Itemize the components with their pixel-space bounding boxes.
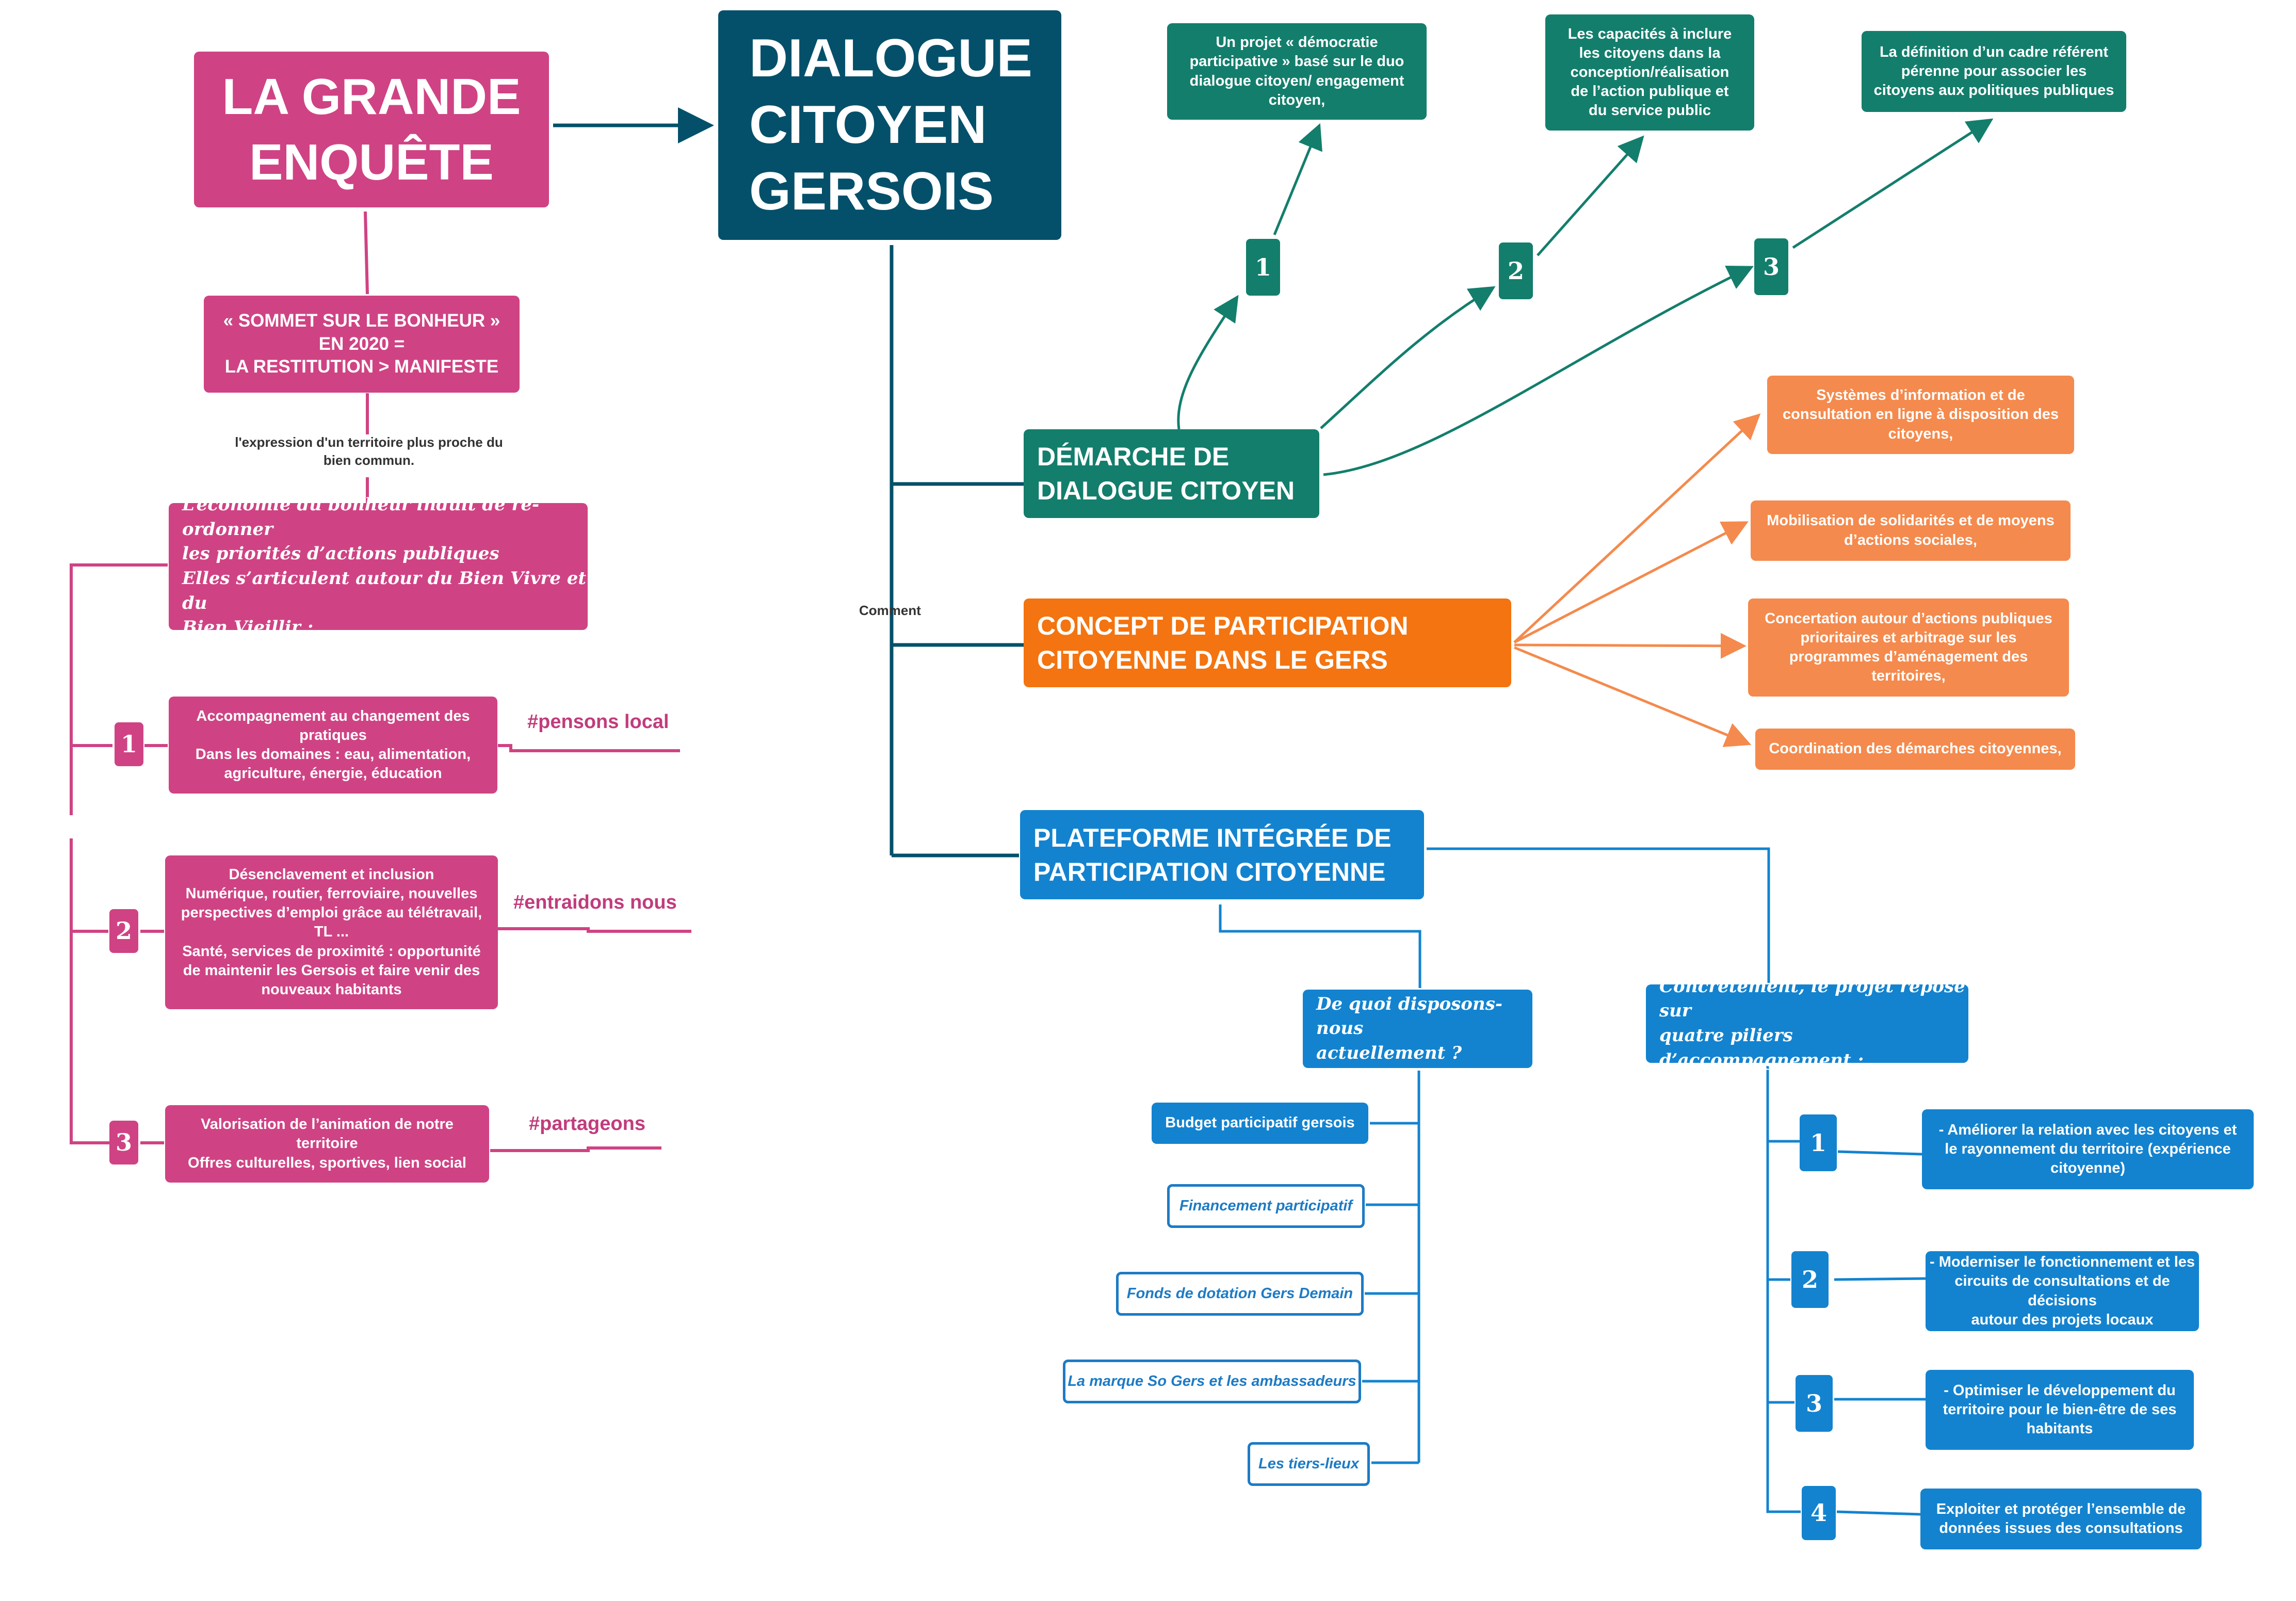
demarche-title: DÉMARCHE DE DIALOGUE CITOYEN bbox=[1024, 429, 1319, 518]
pillar-4-number: 4 bbox=[1802, 1486, 1836, 1540]
concept-item-1: Systèmes d’information et de consultatio… bbox=[1767, 376, 2074, 454]
pillar-2-number: 2 bbox=[1791, 1251, 1829, 1308]
hashtag-entraidons-nous: #entraidons nous bbox=[513, 892, 677, 913]
plateforme-pillars-title: Concrètement, le projet repose sur quatr… bbox=[1646, 976, 1968, 1071]
plateforme-title: PLATEFORME INTÉGRÉE DE PARTICIPATION CIT… bbox=[1020, 810, 1424, 899]
summit-box: « SOMMET SUR LE BONHEUR » EN 2020 = LA R… bbox=[204, 296, 520, 393]
left-item-1-box: Accompagnement au changement des pratiqu… bbox=[169, 697, 497, 794]
comment-label: Comment bbox=[859, 603, 921, 618]
concept-title: CONCEPT DE PARTICIPATION CITOYENNE DANS … bbox=[1024, 599, 1511, 687]
left-item-2-number: 2 bbox=[109, 909, 138, 953]
resource-financement-participatif: Financement participatif bbox=[1167, 1184, 1365, 1228]
demarche-2-number: 2 bbox=[1499, 242, 1533, 299]
concept-item-4: Coordination des démarches citoyennes, bbox=[1755, 729, 2075, 770]
pillar-4-box: Exploiter et protéger l’ensemble de donn… bbox=[1920, 1489, 2202, 1549]
resource-marque-so-gers: La marque So Gers et les ambassadeurs bbox=[1063, 1360, 1361, 1403]
pillar-3-number: 3 bbox=[1796, 1375, 1833, 1432]
pillar-1-number: 1 bbox=[1800, 1114, 1837, 1171]
left-item-3-box: Valorisation de l’animation de notre ter… bbox=[165, 1105, 489, 1183]
resource-budget-participatif: Budget participatif gersois bbox=[1152, 1103, 1368, 1144]
left-item-2-box: Désenclavement et inclusion Numérique, r… bbox=[165, 855, 498, 1009]
resource-fonds-dotation: Fonds de dotation Gers Demain bbox=[1116, 1272, 1364, 1316]
pillar-3-box: - Optimiser le développement du territoi… bbox=[1926, 1370, 2194, 1450]
economy-box: L’économie du bonheur induit de ré-ordon… bbox=[169, 494, 588, 638]
resource-tiers-lieux: Les tiers-lieux bbox=[1248, 1442, 1370, 1486]
left-item-1-number: 1 bbox=[115, 722, 143, 766]
demarche-1-number: 1 bbox=[1246, 239, 1280, 296]
hashtag-pensons-local: #pensons local bbox=[527, 711, 669, 733]
grande-enquete-title: LA GRANDE ENQUÊTE bbox=[194, 52, 549, 207]
dialogue-citoyen-title: DIALOGUE CITOYEN GERSOIS bbox=[718, 10, 1061, 240]
pillar-1-box: - Améliorer la relation avec les citoyen… bbox=[1922, 1109, 2254, 1189]
plateforme-question: De quoi disposons-nous actuellement ? bbox=[1303, 990, 1532, 1068]
demarche-3-number: 3 bbox=[1754, 238, 1788, 295]
hashtag-partageons: #partageons bbox=[529, 1113, 645, 1135]
pillar-2-box: - Moderniser le fonctionnement et les ci… bbox=[1926, 1251, 2199, 1331]
demarche-1-box: Un projet « démocratie participative » b… bbox=[1167, 23, 1427, 120]
expression-caption: l'expression d'un territoire plus proche… bbox=[235, 434, 503, 468]
concept-item-2: Mobilisation de solidarités et de moyens… bbox=[1751, 500, 2071, 561]
demarche-3-box: La définition d’un cadre référent pérenn… bbox=[1862, 31, 2126, 112]
demarche-2-box: Les capacités à inclure les citoyens dan… bbox=[1545, 14, 1754, 131]
concept-item-3: Concertation autour d’actions publiques … bbox=[1748, 599, 2069, 697]
left-item-3-number: 3 bbox=[109, 1121, 138, 1165]
